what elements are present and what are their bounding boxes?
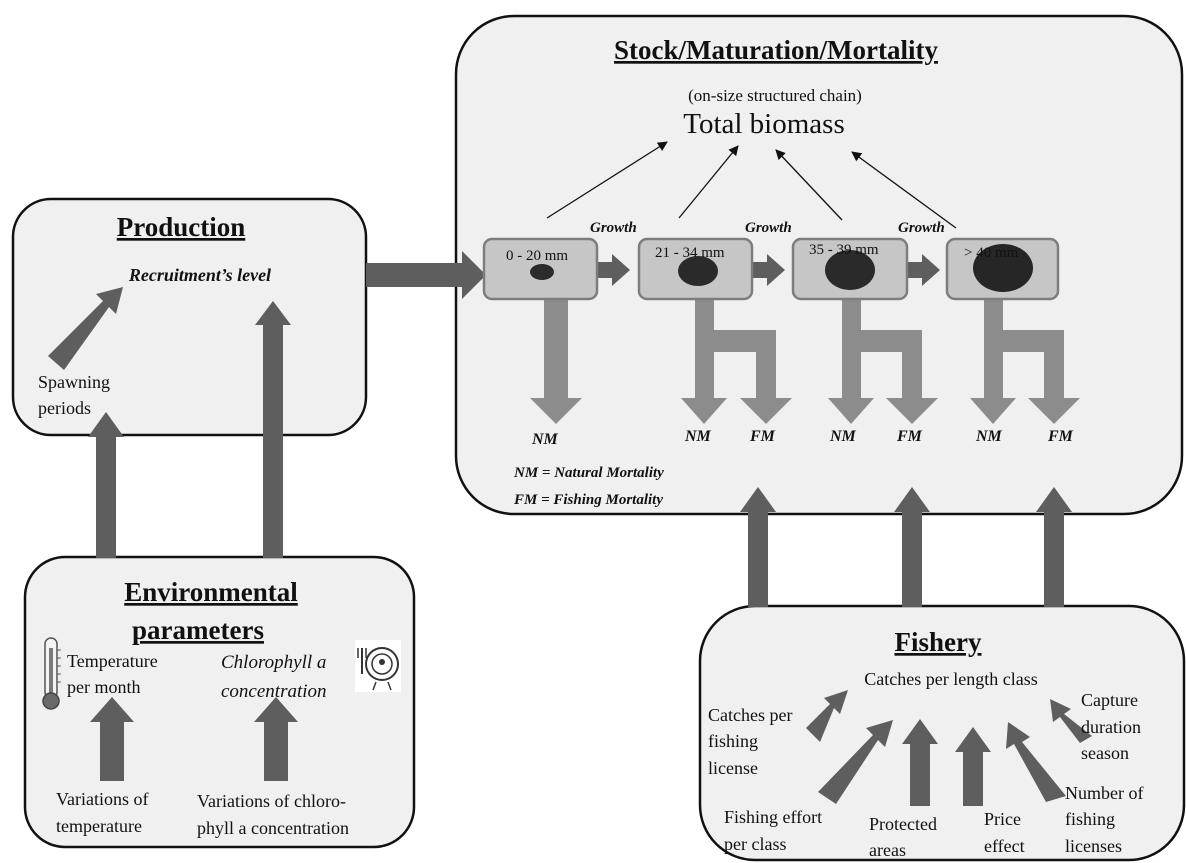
capture-duration-3: season <box>1081 743 1129 763</box>
nm-label-3: NM <box>829 428 857 445</box>
clam-icon-small <box>530 264 554 280</box>
biomass-arrow-3 <box>775 149 843 221</box>
thermometer-icon <box>42 637 61 710</box>
protected-areas-1: Protected <box>869 814 937 834</box>
variations-chlorophyll-1: Variations of chloro- <box>197 791 346 811</box>
spawning-label-1: Spawning <box>38 372 110 392</box>
size-class-label-2: 21 - 34 mm <box>655 245 725 261</box>
growth-label-3: Growth <box>898 220 945 236</box>
fm-path-3 <box>861 330 938 424</box>
total-biomass: Total biomass <box>683 108 844 140</box>
legend-fm: FM = Fishing Mortality <box>513 492 663 508</box>
fm-label-3: FM <box>896 428 923 445</box>
nm-label-2: NM <box>684 428 712 445</box>
temperature-up-arrow <box>90 697 134 781</box>
temperature-label-2: per month <box>67 677 141 697</box>
catches-license-1: Catches per <box>708 705 792 725</box>
temperature-label-1: Temperature <box>67 651 158 671</box>
growth-arrow-2 <box>752 254 785 286</box>
license-driver-arrow <box>806 690 848 742</box>
number-licenses-2: fishing <box>1065 809 1115 829</box>
variations-temperature-2: temperature <box>56 816 142 836</box>
fm-path-2 <box>714 330 792 424</box>
size-class-label-3: 35 - 39 mm <box>809 242 879 258</box>
fishery-to-stock-arrow-1 <box>740 487 776 607</box>
chlorophyll-label-1: Chlorophyll a <box>221 652 326 673</box>
catches-per-length-class: Catches per length class <box>864 669 1037 689</box>
environment-title-1: Environmental <box>124 577 298 607</box>
clam-icon-xlarge <box>973 244 1033 292</box>
capture-duration-2: duration <box>1081 717 1141 737</box>
nm-label-4: NM <box>975 428 1003 445</box>
env-to-recruitment-arrow <box>255 301 291 558</box>
clam-icon-large <box>825 250 875 290</box>
number-driver-arrow <box>1006 722 1066 802</box>
size-class-label-4: > 40 mm <box>964 245 1019 261</box>
fishery-to-stock-arrow-3 <box>1036 487 1072 607</box>
stock-subtitle: (on-size structured chain) <box>688 86 862 105</box>
fishing-effort-2: per class <box>724 834 786 854</box>
capture-driver-arrow <box>1050 699 1092 743</box>
growth-label-2: Growth <box>745 220 792 236</box>
catches-license-2: fishing <box>708 731 758 751</box>
fm-label-4: FM <box>1047 428 1074 445</box>
chlorophyll-up-arrow <box>254 697 298 781</box>
catches-license-3: license <box>708 758 758 778</box>
clam-icon-medium <box>678 256 718 286</box>
production-to-stock-arrow <box>366 251 486 299</box>
growth-label-1: Growth <box>590 220 637 236</box>
variations-chlorophyll-2: phyll a concentration <box>197 818 349 838</box>
legend-nm: NM = Natural Mortality <box>513 465 664 481</box>
fishing-effort-1: Fishing effort <box>724 807 822 827</box>
biomass-arrow-2 <box>678 145 739 219</box>
number-licenses-1: Number of <box>1065 783 1143 803</box>
fishery-to-stock-arrow-2 <box>894 487 930 607</box>
fishery-title: Fishery <box>895 627 982 657</box>
protected-areas-2: areas <box>869 840 906 860</box>
nm-arrow-2 <box>681 298 727 424</box>
recruitment-level: Recruitment’s level <box>128 265 271 285</box>
capture-duration-1: Capture <box>1081 690 1138 710</box>
price-effect-1: Price <box>984 809 1021 829</box>
effort-driver-arrow <box>818 720 893 804</box>
protected-driver-arrow <box>902 719 938 806</box>
variations-temperature-1: Variations of <box>56 789 148 809</box>
nm-arrow-1 <box>530 298 582 424</box>
env-to-spawning-arrow <box>88 412 124 558</box>
number-licenses-3: licenses <box>1065 836 1122 856</box>
biomass-arrow-4 <box>851 151 957 229</box>
production-title: Production <box>117 212 246 242</box>
growth-arrow-1 <box>597 254 630 286</box>
fm-label-2: FM <box>749 428 776 445</box>
size-class-label-1: 0 - 20 mm <box>506 248 568 264</box>
chlorophyll-label-2: concentration <box>221 681 327 702</box>
price-effect-2: effect <box>984 836 1025 856</box>
growth-arrow-3 <box>907 254 940 286</box>
environment-title-2: parameters <box>132 615 264 645</box>
nm-arrow-3 <box>828 298 874 424</box>
nm-label-1: NM <box>531 431 559 448</box>
fm-path-4 <box>1003 330 1080 424</box>
price-driver-arrow <box>955 727 991 806</box>
spawning-to-recruitment-arrow <box>48 287 123 370</box>
stock-title: Stock/Maturation/Mortality <box>614 35 938 65</box>
biomass-arrow-1 <box>546 141 668 219</box>
plate-food-icon <box>355 640 401 692</box>
nm-arrow-4 <box>970 298 1016 424</box>
spawning-label-2: periods <box>38 398 91 418</box>
